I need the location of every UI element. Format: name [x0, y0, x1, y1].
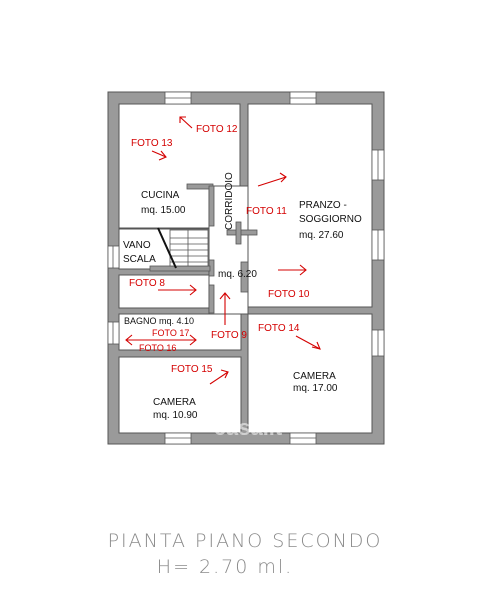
partition-stubs [149, 183, 258, 314]
windows [107, 91, 385, 445]
kitchen-name: CUCINA [141, 190, 180, 201]
foto-16-label: FOTO 16 [139, 343, 176, 353]
living-name-line2: SOGGIORNO [299, 214, 362, 225]
bedroom-left-area: mq. 10.90 [153, 410, 198, 421]
arrow-foto-14 [295, 335, 321, 350]
room-labels: CUCINA mq. 15.00 CORRIDOIO mq. 6.20 PRAN… [123, 172, 362, 421]
foto-12-label: FOTO 12 [196, 124, 238, 135]
arrow-foto-12 [179, 116, 193, 129]
foto-9-label: FOTO 9 [211, 330, 247, 341]
bedroom-right-floor [247, 313, 373, 434]
kitchen-area: mq. 15.00 [141, 205, 186, 216]
foto-15-label: FOTO 15 [171, 364, 213, 375]
arrow-foto-11 [257, 176, 287, 187]
bath-floor [118, 313, 242, 351]
photo-arrows [125, 116, 321, 385]
foto-13-label: FOTO 13 [131, 138, 173, 149]
arrow-foto-15 [209, 371, 229, 385]
living-area: mq. 27.60 [299, 230, 344, 241]
living-name-line1: PRANZO - [299, 200, 347, 211]
height-note: H= 2.70 ml. [156, 556, 294, 578]
corridor-name: CORRIDOIO [224, 172, 235, 230]
arrow-foto-13 [151, 150, 167, 158]
stair-name-line2: SCALA [123, 254, 156, 265]
watermark-text: casa.it [214, 415, 283, 440]
plan-title: PIANTA PIANO SECONDO [107, 530, 383, 552]
stair-name-line1: VANO [123, 240, 151, 251]
foto-11-label: FOTO 11 [246, 206, 287, 217]
bedroom-right-area: mq. 17.00 [293, 383, 338, 394]
bath-label: BAGNO mq. 4.10 [124, 316, 194, 326]
bedroom-right-name: CAMERA [293, 371, 336, 382]
foto-17-label: FOTO 17 [152, 328, 189, 338]
foto-8-label: FOTO 8 [129, 278, 165, 289]
foto-10-label: FOTO 10 [268, 289, 310, 300]
corridor-floor [208, 185, 249, 315]
bedroom-left-name: CAMERA [153, 397, 196, 408]
staircase [157, 227, 209, 269]
foto-14-label: FOTO 14 [258, 323, 300, 334]
corridor-area: mq. 6.20 [218, 269, 257, 280]
photo-markers: FOTO 12 FOTO 13 FOTO 11 FOTO 8 FOTO 10 F… [125, 116, 321, 385]
